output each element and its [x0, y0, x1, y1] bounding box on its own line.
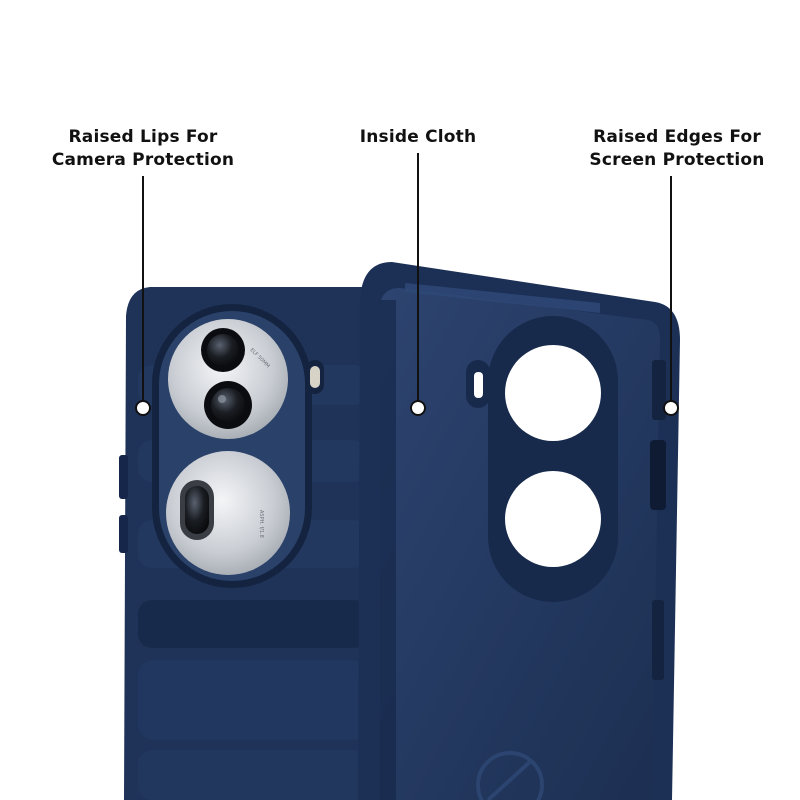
camera-cutout-lower [505, 471, 601, 567]
inside-cloth-label: Inside Cloth [318, 126, 518, 149]
camera-protection-label-line2: Camera Protection [51, 150, 235, 170]
inner-case [358, 262, 680, 800]
camera-module-upper [168, 319, 288, 439]
screen-protection-marker [663, 400, 679, 416]
camera-protection-label: Raised Lips For Camera Protection [43, 126, 243, 172]
screen-protection-label: Raised Edges For Screen Protection [577, 126, 777, 172]
inside-cloth-marker [410, 400, 426, 416]
lens-text-bottom: ASPH. f/1.8 [258, 510, 264, 538]
screen-protection-label-line1: Raised Edges For [593, 127, 761, 147]
back-case: ASPH. f/1.8 ELF 50MM [119, 287, 372, 800]
inside-cloth-label-line1: Inside Cloth [359, 127, 477, 147]
camera-protection-marker [135, 400, 151, 416]
camera-protection-label-line1: Raised Lips For [68, 127, 218, 147]
camera-cutout-upper [505, 345, 601, 441]
callout-pointers [135, 153, 679, 416]
screen-protection-label-line2: Screen Protection [589, 150, 765, 170]
